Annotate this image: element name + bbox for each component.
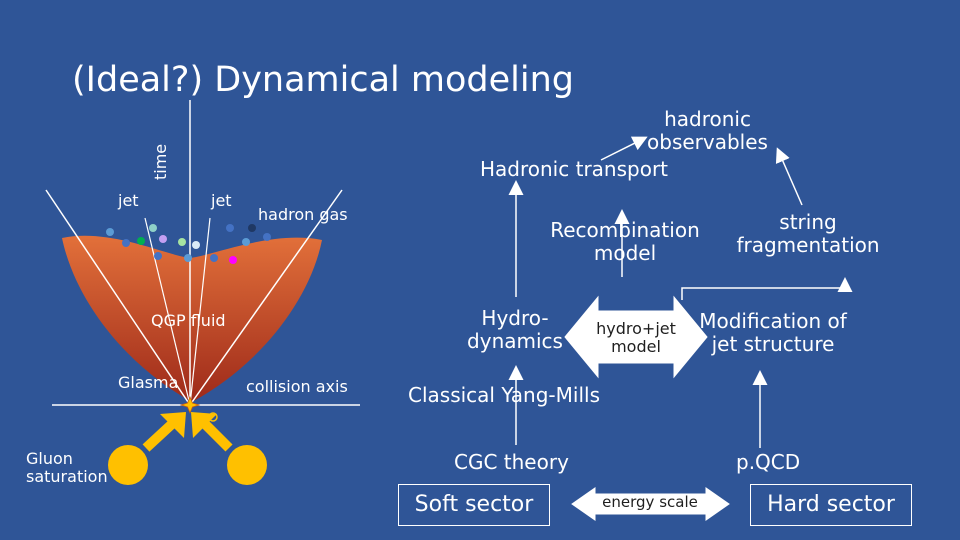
hadron-dot	[226, 224, 234, 232]
hadron-dot	[184, 254, 192, 262]
hadron-dot	[154, 252, 162, 260]
hadron-dot	[178, 238, 186, 246]
soft-sector-box: Soft sector	[398, 484, 550, 526]
modification-of-jet-structure-label: Modification of jet structure	[699, 309, 847, 356]
hadron-dot	[210, 254, 218, 262]
light-cone-right	[189, 189, 343, 406]
light-cone-left	[45, 189, 191, 406]
hydro-jet-double-arrow	[564, 295, 708, 379]
jet-line-right	[189, 217, 211, 406]
hadron-dot	[192, 241, 200, 249]
collision-star-icon	[179, 395, 201, 415]
qgp-fluid-label: QGP fluid	[151, 311, 226, 330]
jet-label-right: jet	[211, 191, 232, 210]
hadron-dot	[242, 238, 250, 246]
hadron-dot	[263, 233, 271, 241]
hydrodynamics-label: Hydro-dynamics	[467, 306, 563, 353]
hadron-gas-label: hadron gas	[258, 205, 348, 224]
qgp-fluid-shape	[62, 235, 322, 402]
hydro-jet-model-label: hydro+jet model	[596, 319, 676, 357]
energy-scale-label: energy scale	[602, 493, 698, 511]
hadronic-observables-label: hadronic observables	[647, 107, 768, 154]
recombination-model-label: Recombination model	[550, 218, 700, 265]
glasma-label: Glasma	[118, 373, 179, 392]
hadron-dot	[122, 239, 130, 247]
collision-axis-label: collision axis	[246, 377, 348, 396]
pqcd-label: p.QCD	[736, 450, 801, 474]
jet-line-left	[144, 217, 191, 406]
hadron-dot	[248, 224, 256, 232]
string-fragmentation-label: string fragmentation	[736, 210, 880, 257]
cgc-theory-label: CGC theory	[454, 450, 569, 474]
transport-to-observables-arrow	[600, 136, 648, 161]
hadron-dot	[137, 237, 145, 245]
jet-label-left: jet	[118, 191, 139, 210]
flow-connectors	[508, 136, 853, 448]
energy-scale-double-arrow	[571, 487, 730, 521]
hadron-dots	[106, 224, 271, 264]
gluon-saturation-label: Gluon saturation	[26, 449, 108, 487]
hadron-dot	[106, 228, 114, 236]
hadron-dot	[149, 224, 157, 232]
hard-sector-box: Hard sector	[750, 484, 912, 526]
bracket-to-string-arrow	[681, 277, 853, 300]
nucleus-right	[227, 445, 267, 485]
incoming-arrow-right	[191, 412, 233, 452]
incoming-arrow-left	[142, 412, 186, 452]
page-title: (Ideal?) Dynamical modeling	[72, 60, 575, 100]
time-axis-label: time	[151, 143, 170, 180]
hadron-dot	[229, 256, 237, 264]
nucleus-left	[108, 445, 148, 485]
classical-yang-mills-label: Classical Yang-Mills	[408, 383, 600, 407]
hadronic-transport-label: Hadronic transport	[480, 157, 669, 181]
string-to-observables-arrow	[775, 147, 803, 206]
hadron-dot	[159, 235, 167, 243]
